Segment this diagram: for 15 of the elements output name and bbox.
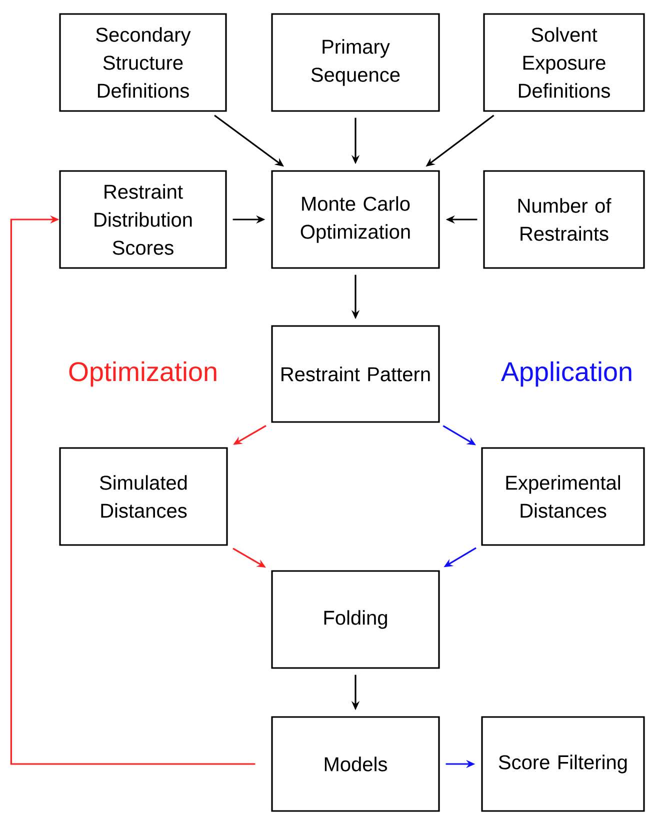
process-box: Restraint Pattern	[271, 325, 440, 423]
process-box: Secondary Structure Definitions	[59, 13, 227, 112]
arrow	[10, 215, 256, 765]
process-box: Monte Carlo Optimization	[271, 170, 440, 269]
process-box: Restraint Distribution Scores	[59, 170, 227, 269]
process-box: Score Filtering	[481, 716, 645, 812]
process-box: Simulated Distances	[59, 447, 228, 546]
process-box: Primary Sequence	[271, 13, 440, 112]
process-box: Models	[271, 716, 440, 812]
process-box: Solvent Exposure Definitions	[483, 13, 645, 112]
section-label: Optimization	[69, 361, 216, 387]
process-box: Experimental Distances	[481, 447, 645, 546]
section-label: Application	[501, 361, 632, 387]
process-box: Folding	[271, 570, 440, 669]
process-box: Number of Restraints	[483, 170, 645, 269]
